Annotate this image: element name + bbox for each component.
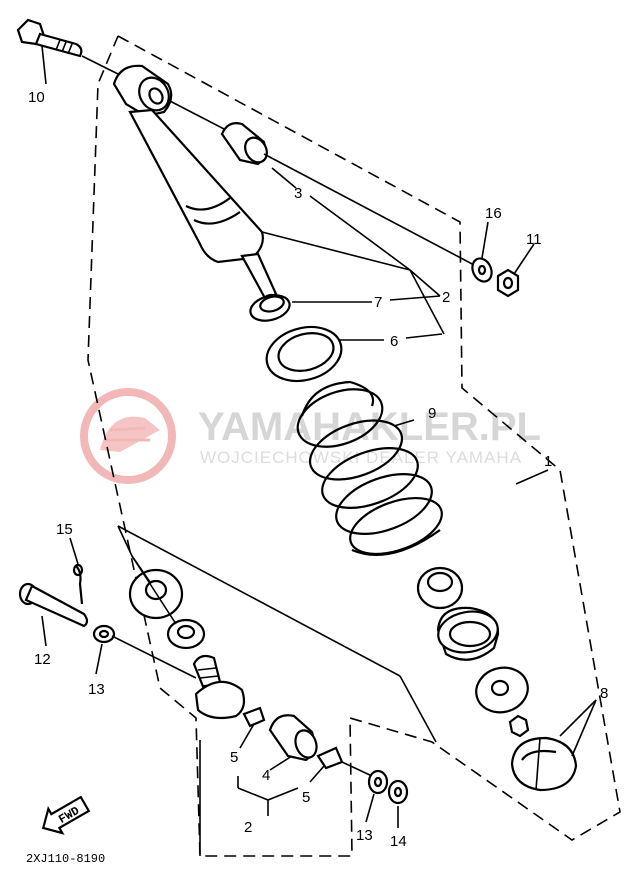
collar-axis [263, 153, 477, 267]
callout-3: 3 [294, 185, 302, 202]
pivot-axis [111, 635, 197, 679]
bushing-axis [167, 99, 227, 131]
lower-axis [341, 761, 373, 777]
bushing-4 [268, 714, 318, 762]
washer-7 [249, 294, 291, 322]
washer-13-right [367, 769, 389, 795]
callout-1: 1 [544, 453, 552, 470]
shock-absorber [112, 64, 282, 307]
cotter-pin-15 [72, 563, 84, 605]
callout-5-right: 5 [302, 789, 310, 806]
nut-14 [387, 779, 409, 805]
washer-13-left [92, 624, 116, 644]
callout-6: 6 [390, 333, 398, 350]
callout-4: 4 [262, 767, 270, 784]
spring-9 [296, 380, 443, 557]
watermark-logo [80, 388, 176, 484]
collar-5-left [242, 706, 266, 728]
washer-16 [471, 257, 493, 283]
nut-11 [496, 268, 520, 298]
fwd-arrow: FWD [41, 795, 91, 835]
callout-2-upper: 2 [442, 289, 450, 306]
callout-15: 15 [56, 521, 73, 538]
callout-10: 10 [28, 89, 45, 106]
callout-8: 8 [600, 685, 608, 702]
callout-14: 14 [390, 833, 407, 850]
diagram-code: 2XJ110-8190 [26, 852, 105, 866]
callout-13-right: 13 [356, 827, 373, 844]
spring-guide-cup [436, 606, 500, 661]
bolt-12 [18, 582, 89, 628]
spring-seat-6 [265, 325, 343, 383]
small-nut [508, 714, 530, 738]
lower-washer [475, 666, 529, 714]
watermark: YAMAHAKLER.PL WOJCIECHOWSKI DEALER YAMAH… [80, 388, 541, 484]
watermark-title: YAMAHAKLER.PL [198, 405, 541, 449]
assembly-boundary [87, 35, 621, 857]
split-retainer-8 [510, 736, 578, 792]
callout-11: 11 [526, 231, 542, 248]
callout-13-left: 13 [88, 681, 105, 698]
lower-mount-eye [192, 654, 246, 720]
bolt-10 [16, 18, 83, 58]
watermark-subtitle: WOJCIECHOWSKI DEALER YAMAHA [200, 448, 522, 467]
callout-16: 16 [485, 205, 502, 222]
collar-5-right [316, 746, 344, 770]
leader-lines [41, 45, 597, 856]
bolt-10-axis [81, 55, 119, 75]
callout-7: 7 [374, 294, 382, 311]
collar-lower [166, 618, 206, 650]
bump-stop [416, 566, 464, 610]
callout-2-lower: 2 [244, 819, 252, 836]
collar-3 [220, 122, 268, 166]
callout-5-left: 5 [230, 749, 238, 766]
callout-12: 12 [34, 651, 51, 668]
callout-9: 9 [428, 405, 436, 422]
